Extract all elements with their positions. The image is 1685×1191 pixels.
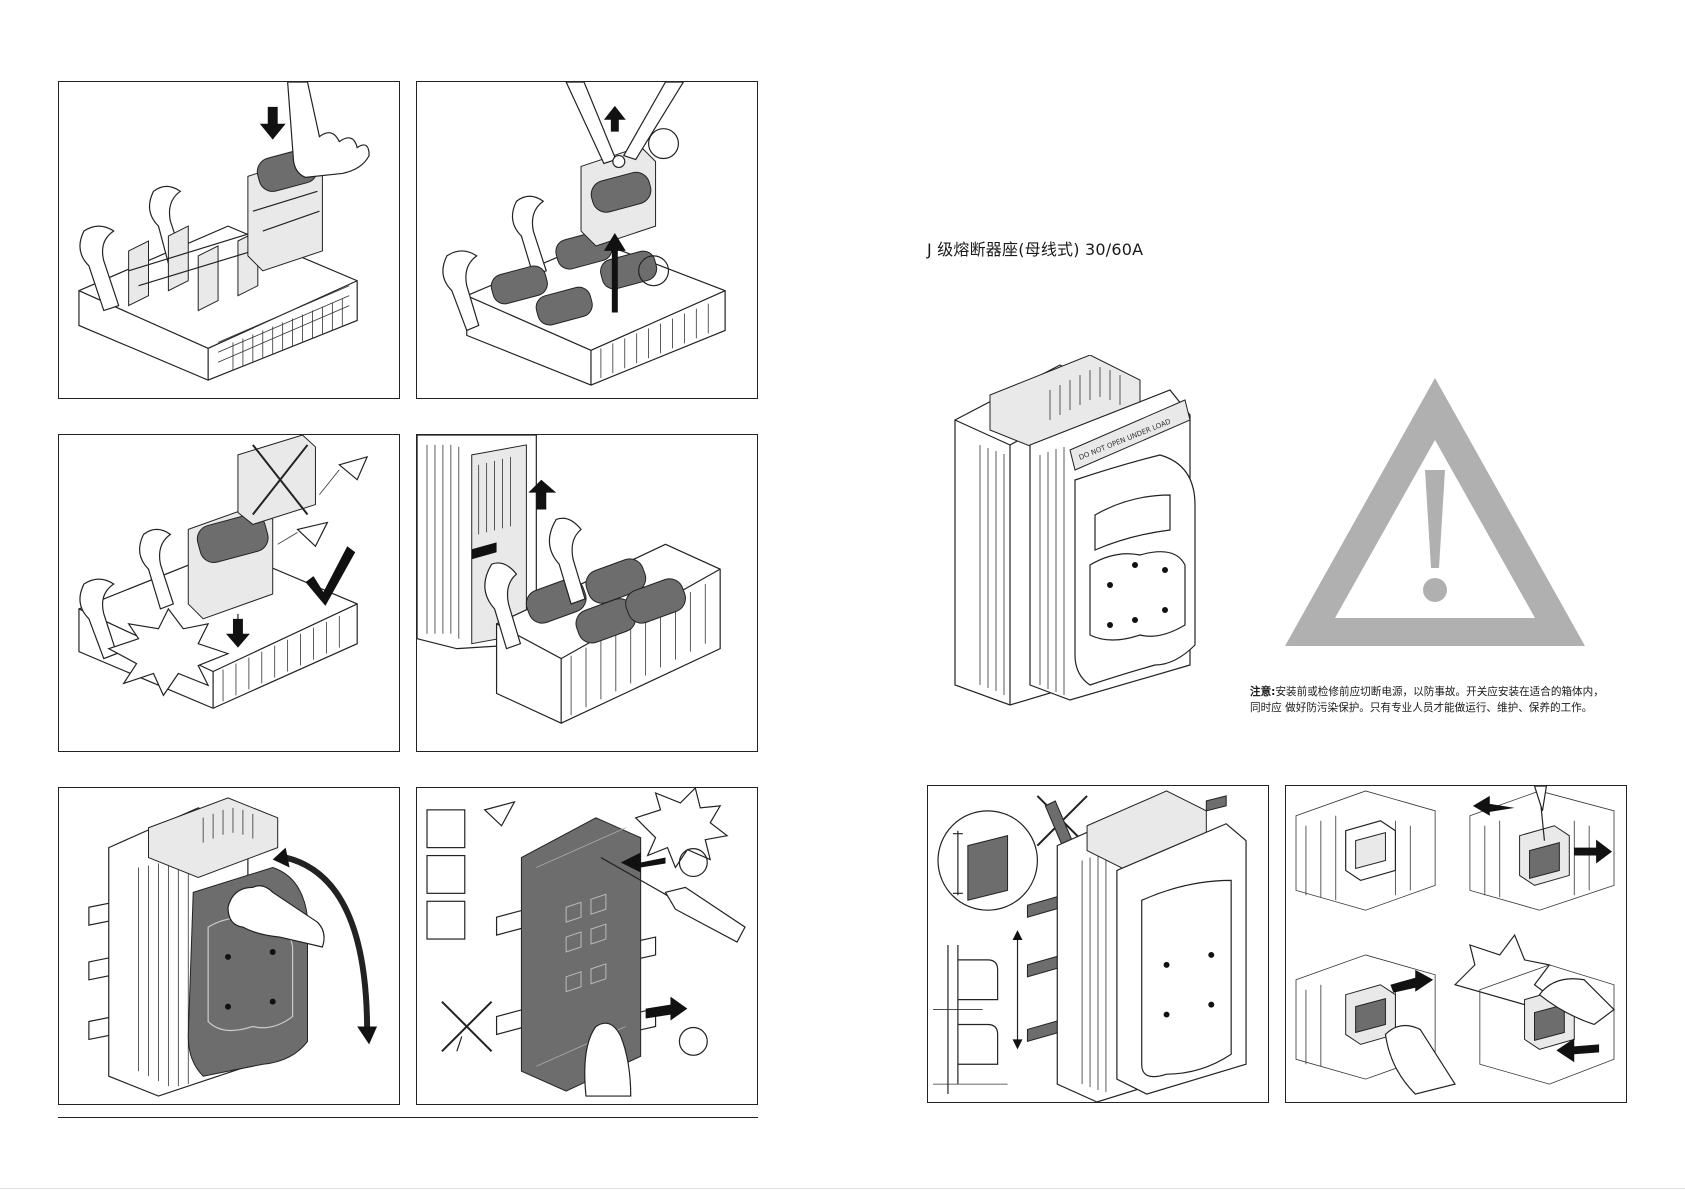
illustration-mounting-dimensions <box>928 786 1268 1102</box>
step-panel-remove-with-pliers <box>416 81 758 399</box>
step-panel-orientation <box>58 434 400 752</box>
page-bottom-edge <box>0 1188 1685 1189</box>
panel-mounting-dimensions <box>927 785 1269 1103</box>
step-panel-close-lid <box>58 787 400 1105</box>
eye-icon <box>298 522 328 546</box>
illustration-accessory-install <box>1286 786 1626 1102</box>
illustration-orientation <box>59 435 399 751</box>
right-arrow-icon <box>1574 840 1612 864</box>
step-1 <box>1296 791 1435 910</box>
eye-icon <box>485 802 515 826</box>
step-circle-2 <box>679 1027 707 1055</box>
warning-notice: 注意:安装前或检修前应切断电源，以防事故。开关应安装在适合的箱体内， 同时应 做… <box>1250 684 1630 716</box>
legend-box-1 <box>427 810 465 848</box>
footer-rule <box>58 1117 758 1118</box>
warning-line-2: 同时应 做好防污染保护。只有专业人员才能做运行、维护、保养的工作。 <box>1250 700 1630 716</box>
up-arrow-icon <box>604 106 626 132</box>
step-3 <box>1296 955 1455 1094</box>
up-arrow-icon <box>1390 970 1433 993</box>
warning-line-1: 安装前或检修前应切断电源，以防事故。开关应安装在适合的箱体内， <box>1275 686 1603 698</box>
right-arrow-icon <box>646 997 688 1021</box>
illustration-slide-in <box>417 435 757 751</box>
step-panel-slide-in <box>416 434 758 752</box>
page-title: J 级熔断器座(母线式) 30/60A <box>927 236 1143 260</box>
step-panel-remove-screwdriver <box>416 787 758 1105</box>
eye-icon <box>339 457 367 480</box>
step-2 <box>1470 786 1614 910</box>
illustration-remove-screwdriver <box>417 788 757 1104</box>
illustration-remove-with-pliers <box>417 82 757 398</box>
legend-box-3 <box>427 901 465 939</box>
warning-label: 注意: <box>1250 686 1275 698</box>
illustration-close-lid <box>59 788 399 1104</box>
illustration-insert-fuse <box>59 82 399 398</box>
warning-icon <box>1285 378 1585 648</box>
cross-icon <box>442 1002 492 1052</box>
step-panel-insert-fuse <box>58 81 400 399</box>
legend-box-2 <box>427 856 465 894</box>
step-circle-1 <box>649 129 679 159</box>
step-4 <box>1455 935 1614 1084</box>
down-arrow-icon <box>260 107 286 140</box>
panel-accessory-install <box>1285 785 1627 1103</box>
product-illustration: DO NOT OPEN UNDER LOAD <box>950 355 1250 715</box>
